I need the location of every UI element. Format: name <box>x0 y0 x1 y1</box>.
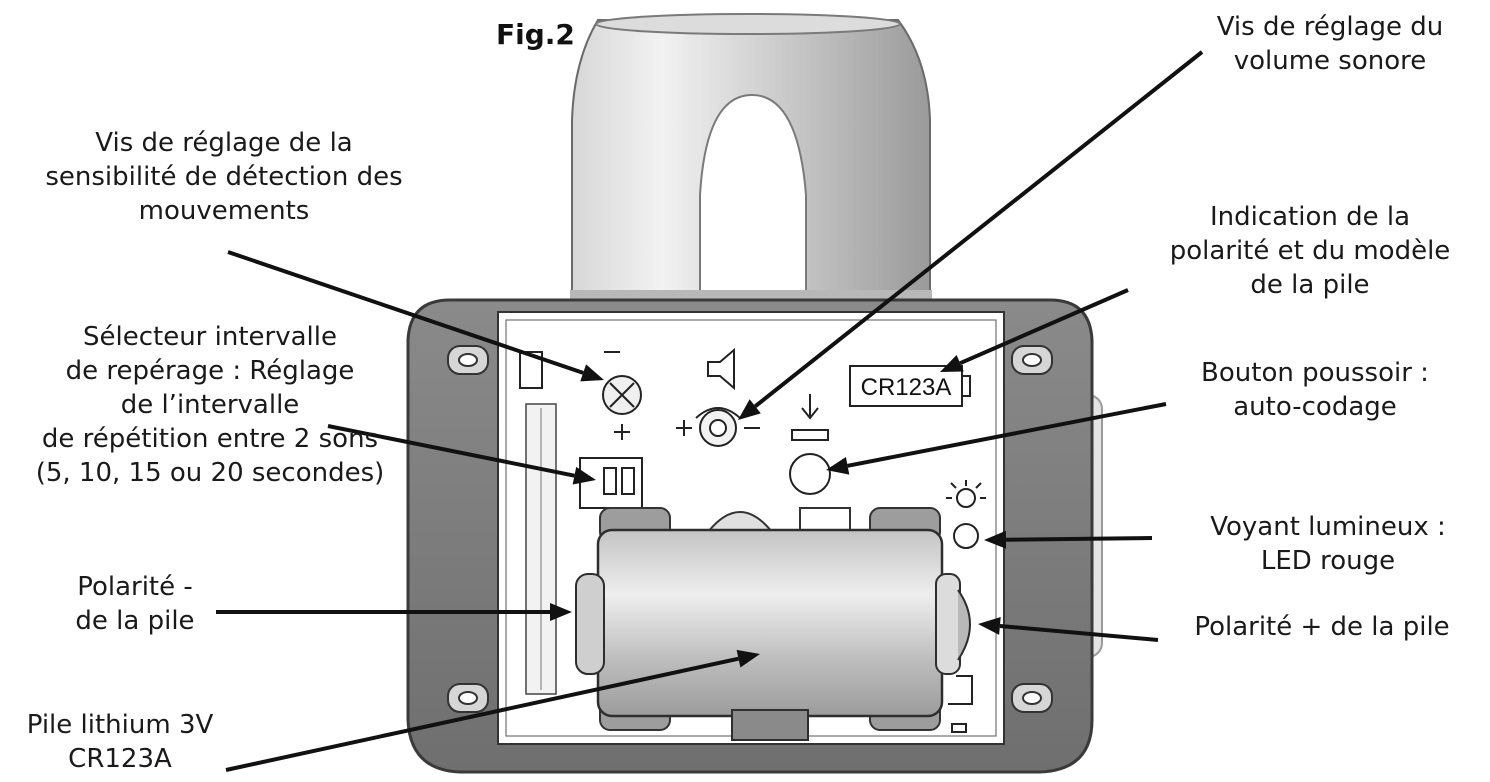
label-line: Vis de réglage de la <box>95 128 353 158</box>
mounting-holes <box>447 345 1053 713</box>
arrow-push-button <box>826 402 1167 475</box>
arrow-polarity-indication <box>940 288 1129 372</box>
label-line: polarité et du modèle <box>1169 236 1451 266</box>
interval-selector-switch <box>579 457 643 509</box>
label-interval-selector: Sélecteur intervalle de repérage : Régla… <box>0 320 420 490</box>
battery-model-text: CR123A <box>861 374 952 401</box>
arrow-volume-screw <box>738 50 1204 420</box>
label-polarity-indication: Indication de la polarité et du modèle d… <box>1140 200 1480 302</box>
label-negative-pole: Polarité - de la pile <box>20 570 250 638</box>
label-line: de la pile <box>75 606 195 636</box>
bottom-bracket <box>948 675 973 733</box>
label-line: de l’intervalle <box>120 390 300 420</box>
volume-screw-icon <box>676 347 760 447</box>
leader-arrows <box>216 50 1204 772</box>
label-line: LED rouge <box>1260 546 1396 576</box>
label-line: Indication de la <box>1209 202 1411 232</box>
label-line: mouvements <box>138 196 310 226</box>
label-line: Sélecteur intervalle <box>83 322 337 352</box>
label-line: Polarité - <box>77 572 193 602</box>
arrow-led <box>984 530 1153 549</box>
label-push-button: Bouton poussoir : auto-codage <box>1165 356 1465 424</box>
label-line: volume sonore <box>1233 46 1427 76</box>
left-contact-strip <box>525 403 557 695</box>
arrow-battery <box>225 649 760 772</box>
battery-cell <box>575 528 971 741</box>
label-led: Voyant lumineux : LED rouge <box>1170 510 1486 578</box>
label-positive-pole: Polarité + de la pile <box>1166 610 1478 644</box>
detector-dome <box>570 13 932 302</box>
arrow-interval-selector <box>327 424 596 485</box>
arrow-positive-pole <box>978 616 1159 642</box>
label-battery: Pile lithium 3V CR123A <box>0 708 240 776</box>
figure-label: Fig.2 <box>496 18 575 51</box>
label-line: (5, 10, 15 ou 20 secondes) <box>35 458 385 488</box>
label-line: de repérage : Réglage <box>65 356 355 386</box>
push-button-icon <box>789 394 831 495</box>
label-line: Voyant lumineux : <box>1210 512 1446 542</box>
label-line: auto-codage <box>1233 392 1397 422</box>
label-line: de la pile <box>1250 270 1370 300</box>
label-line: Vis de réglage du <box>1216 12 1444 42</box>
label-line: sensibilité de détection des <box>45 162 403 192</box>
battery-marking-box: CR123A <box>849 365 971 407</box>
label-line: de répétition entre 2 sons <box>41 424 379 454</box>
label-sensitivity-screw: Vis de réglage de la sensibilité de déte… <box>4 126 444 228</box>
label-line: Polarité + de la pile <box>1194 612 1450 642</box>
arrow-sensitivity-screw <box>227 250 604 382</box>
sensitivity-screw-icon <box>519 351 642 440</box>
led-icon <box>946 480 986 549</box>
label-line: CR123A <box>68 744 172 774</box>
label-volume-screw: Vis de réglage du volume sonore <box>1185 10 1475 78</box>
arrow-negative-pole <box>216 603 572 621</box>
label-line: Bouton poussoir : <box>1201 358 1429 388</box>
label-line: Pile lithium 3V <box>26 710 214 740</box>
